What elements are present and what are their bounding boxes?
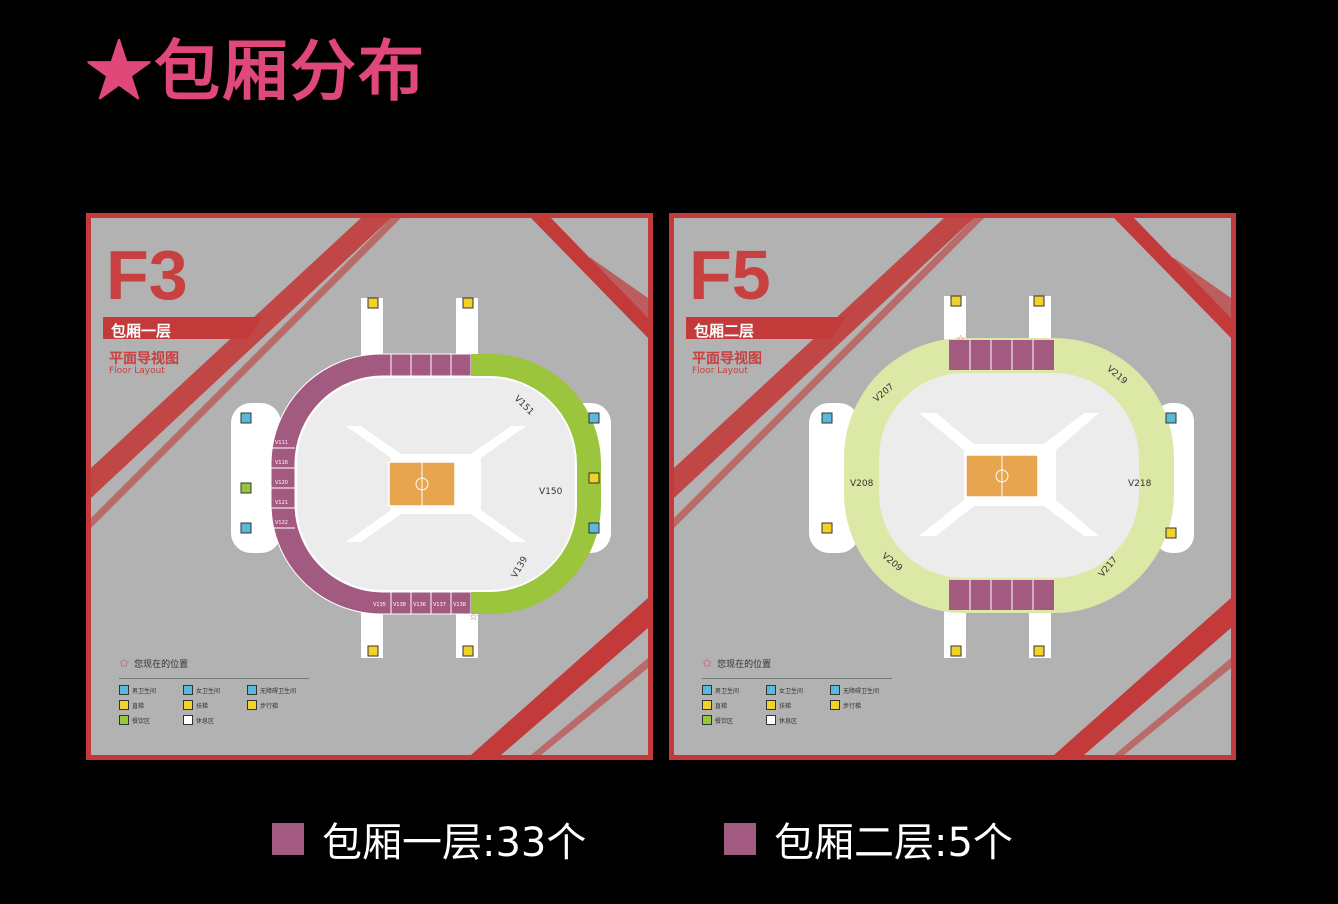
stairs-icon — [830, 700, 840, 710]
escalator-icon — [766, 700, 776, 710]
legend-item: 直梯 — [702, 700, 766, 710]
box-label: V150 — [539, 487, 563, 497]
star-icon: ✩ — [119, 656, 130, 670]
accessible-restroom-icon — [247, 685, 257, 695]
accessible-restroom-icon — [830, 685, 840, 695]
footer-box-count-floor1: 包厢一层:33个 — [272, 810, 586, 868]
legend-item: 扶梯 — [183, 700, 247, 710]
venue-plan-f5: V207 V219 V208 V218 V209 V217 ☆ — [809, 295, 1194, 658]
elevator-icon — [119, 700, 129, 710]
legend-divider — [702, 678, 892, 679]
floor-name-bar — [686, 317, 846, 339]
floor-subtitle: 平面导视图 — [109, 351, 179, 367]
footer-label: 包厢一层:33个 — [322, 820, 587, 866]
legend-divider — [119, 678, 309, 679]
legend-item: 休息区 — [766, 715, 830, 725]
purple-swatch-icon — [272, 823, 304, 855]
you-are-here-icon: ☆ — [469, 612, 478, 623]
food-area-icon — [119, 715, 129, 725]
elevator-icon — [702, 700, 712, 710]
floor-code: F5 — [689, 236, 771, 314]
box-label: V121 — [275, 500, 288, 506]
map-legend: ✩ 您现在的位置 男卫生间 女卫生间 无障碍卫生间 直梯 扶梯 步行梯 餐饮区 … — [702, 656, 897, 725]
star-icon: ✩ — [702, 656, 713, 670]
escalator-icon — [183, 700, 193, 710]
legend-item: 扶梯 — [766, 700, 830, 710]
legend-item: 无障碍卫生间 — [830, 685, 894, 695]
footer-label: 包厢二层:5个 — [774, 820, 1013, 866]
floor-code: F3 — [106, 236, 188, 314]
legend-item: 休息区 — [183, 715, 247, 725]
box-label: V116 — [275, 460, 288, 466]
box-label: V208 — [850, 479, 874, 489]
legend-item: 女卫生间 — [766, 685, 830, 695]
decorative-stripes — [91, 218, 648, 755]
male-restroom-icon — [119, 685, 129, 695]
female-restroom-icon — [766, 685, 776, 695]
box-label: V122 — [275, 520, 288, 526]
box-label: V137 — [433, 602, 446, 608]
stairs-icon — [247, 700, 257, 710]
box-label: V135 — [373, 602, 386, 608]
decorative-stripes — [674, 218, 1231, 755]
legend-you-are-here: ✩ 您现在的位置 — [119, 656, 189, 670]
box-label: V136 — [413, 602, 426, 608]
smoking-area-icon — [766, 715, 776, 725]
female-restroom-icon — [183, 685, 193, 695]
legend-item: 男卫生间 — [702, 685, 766, 695]
floor-subtitle: 平面导视图 — [692, 351, 762, 367]
box-label: V111 — [275, 440, 288, 446]
floor-map-f3: F3 包厢一层 平面导视图 Floor Layout — [86, 213, 653, 760]
floor-name: 包厢一层 — [111, 322, 172, 340]
map-legend: ✩ 您现在的位置 男卫生间 女卫生间 无障碍卫生间 直梯 扶梯 步行梯 餐饮区 … — [119, 656, 314, 725]
box-label: V138 — [393, 602, 406, 608]
legend-item: 餐饮区 — [702, 715, 766, 725]
smoking-area-icon — [183, 715, 193, 725]
venue-plan-f3: V151 V150 V139 V111 V116 V120 V121 V122 … — [231, 297, 611, 658]
floor-map-f5: F5 包厢二层 平面导视图 Floor Layout — [669, 213, 1236, 760]
legend-you-are-here: ✩ 您现在的位置 — [702, 656, 772, 670]
legend-item: 步行梯 — [830, 700, 894, 710]
legend-item: 直梯 — [119, 700, 183, 710]
floor-name-bar — [103, 317, 263, 339]
footer-box-count-floor2: 包厢二层:5个 — [724, 810, 1013, 868]
box-label: V138 — [453, 602, 466, 608]
box-label: V218 — [1128, 479, 1152, 489]
box-label: V120 — [275, 480, 288, 486]
floor-subtitle-en: Floor Layout — [109, 366, 165, 376]
legend-item: 女卫生间 — [183, 685, 247, 695]
food-area-icon — [702, 715, 712, 725]
page-title: ★包厢分布 — [86, 32, 426, 110]
legend-item: 步行梯 — [247, 700, 311, 710]
legend-item: 无障碍卫生间 — [247, 685, 311, 695]
floor-name: 包厢二层 — [694, 322, 755, 340]
you-are-here-icon: ☆ — [956, 334, 965, 345]
purple-swatch-icon — [724, 823, 756, 855]
floor-subtitle-en: Floor Layout — [692, 366, 748, 376]
male-restroom-icon — [702, 685, 712, 695]
legend-item: 男卫生间 — [119, 685, 183, 695]
legend-item: 餐饮区 — [119, 715, 183, 725]
